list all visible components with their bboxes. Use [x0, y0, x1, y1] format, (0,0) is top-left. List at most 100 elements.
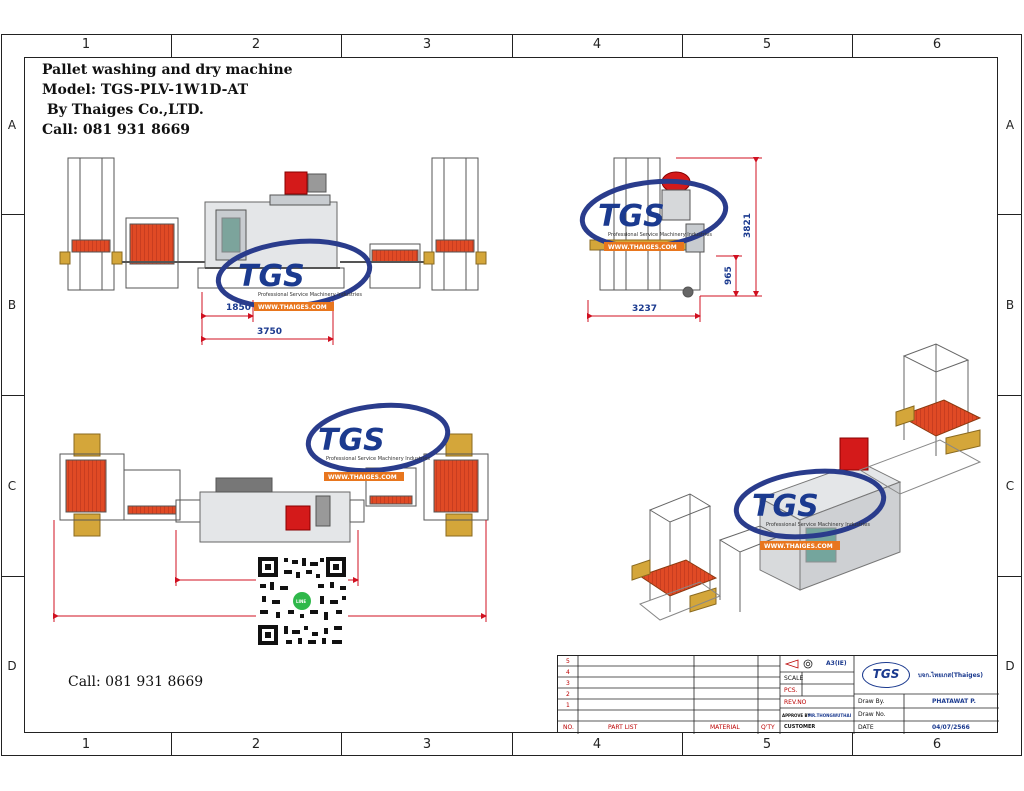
dim-1850: 1850 — [226, 303, 251, 313]
logo-text: TGS — [238, 259, 305, 294]
tgs-logo: TGS Professional Service Machinery Indus… — [215, 238, 373, 311]
tb-header-no: NO. — [563, 724, 574, 731]
tb-date-value: 04/07/2566 — [932, 724, 970, 731]
tb-row-3: 3 — [566, 680, 570, 687]
phone-number: Call: 081 931 8669 — [42, 122, 191, 138]
tb-row-4: 4 — [566, 669, 570, 676]
tgs-logo: TGS Professional Service Machinery Indus… — [579, 178, 729, 251]
logo-text: TGS — [318, 423, 385, 458]
logo-tagline: Professional Service Machinery Industrie… — [258, 292, 362, 298]
tb-draw-no-label: Draw No. — [858, 711, 886, 718]
tb-row-1: 1 — [566, 702, 570, 709]
zone-divider — [852, 733, 853, 756]
dim-965: 965 — [724, 266, 734, 285]
model-number: Model: TGS-PLV-1W1D-AT — [42, 82, 248, 98]
zone-row-c: C — [7, 479, 17, 493]
footer-phone: Call: 081 931 8669 — [68, 674, 204, 690]
zone-col-6: 6 — [932, 37, 942, 52]
zone-divider — [1, 395, 24, 396]
zone-divider — [998, 576, 1022, 577]
projection-symbol-icon — [784, 659, 813, 669]
title-block: 5 4 3 2 1 NO. PART LIST MATERIAL Q'TY CU… — [557, 655, 999, 734]
tb-date-label: DATE — [858, 724, 874, 731]
tb-rev: REV.NO — [784, 699, 807, 706]
tb-header-qty: Q'TY — [761, 724, 775, 731]
drawing-title: Pallet washing and dry machine — [42, 62, 293, 78]
zone-row-d: D — [7, 659, 17, 673]
logo-website: WWW.THAIGES.COM — [608, 244, 677, 251]
zone-divider — [171, 733, 172, 756]
zone-row-d-right: D — [1005, 659, 1015, 673]
header-info: Pallet washing and dry machine Model: TG… — [42, 60, 293, 140]
tb-approve-value: MR.THONGWUTHAI — [808, 713, 852, 718]
zone-col-3: 3 — [422, 37, 432, 52]
washer-dryer-body — [197, 171, 345, 289]
tb-header-material: MATERIAL — [710, 724, 740, 731]
zone-divider — [1, 576, 24, 577]
tb-company-logo: TGS — [862, 662, 910, 688]
side-view-dimensions — [587, 157, 762, 322]
zone-col-5-bottom: 5 — [762, 737, 772, 752]
zone-col-4-bottom: 4 — [592, 737, 602, 752]
zone-divider — [341, 733, 342, 756]
zone-divider — [852, 34, 853, 57]
zone-divider — [341, 34, 342, 57]
right-unloading-tower — [423, 157, 487, 291]
zone-divider — [998, 395, 1022, 396]
zone-divider — [998, 214, 1022, 215]
logo-website: WWW.THAIGES.COM — [764, 543, 833, 550]
tb-row-5: 5 — [566, 658, 570, 665]
line-app-icon — [293, 592, 311, 610]
logo-tagline: Professional Service Machinery Industrie… — [326, 456, 430, 462]
qr-code: LINE — [256, 555, 348, 647]
tb-paper-size: A3(IE) — [826, 660, 847, 667]
tgs-logo: TGS Professional Service Machinery Indus… — [305, 402, 451, 481]
dim-3821: 3821 — [743, 213, 753, 238]
zone-divider — [171, 34, 172, 57]
zone-row-b: B — [7, 298, 17, 312]
logo-website: WWW.THAIGES.COM — [328, 474, 397, 481]
drawing-inner-border — [24, 57, 998, 733]
zone-divider — [682, 733, 683, 756]
tb-drawn-by-value: PHATAWAT P. — [932, 698, 976, 705]
zone-row-b-right: B — [1005, 298, 1015, 312]
zone-divider — [512, 733, 513, 756]
top-view — [59, 433, 489, 543]
zone-col-5: 5 — [762, 37, 772, 52]
zone-col-1-bottom: 1 — [81, 737, 91, 752]
logo-tagline: Professional Service Machinery Industrie… — [766, 522, 870, 528]
zone-row-a: A — [7, 118, 17, 132]
zone-row-a-right: A — [1005, 118, 1015, 132]
tb-customer: CUSTOMER — [784, 724, 816, 730]
tb-header-part: PART LIST — [608, 724, 638, 731]
line-badge: LINE — [296, 599, 306, 604]
zone-col-6-bottom: 6 — [932, 737, 942, 752]
zone-col-3-bottom: 3 — [422, 737, 432, 752]
zone-col-2: 2 — [251, 37, 261, 52]
zone-divider — [512, 34, 513, 57]
logo-website: WWW.THAIGES.COM — [258, 304, 327, 311]
logo-tagline: Professional Service Machinery Industrie… — [608, 232, 712, 238]
zone-col-4: 4 — [592, 37, 602, 52]
left-loading-tower — [59, 157, 123, 291]
tb-drawn-by-label: Draw By. — [858, 698, 885, 705]
logo-text: TGS — [598, 199, 665, 234]
company-name: By Thaiges Co.,LTD. — [42, 102, 204, 118]
logo-text: TGS — [752, 489, 819, 524]
zone-divider — [1, 214, 24, 215]
tb-pcs: PCS. — [784, 687, 798, 694]
tgs-logo: TGS Professional Service Machinery Indus… — [733, 468, 887, 550]
tb-row-2: 2 — [566, 691, 570, 698]
zone-col-1: 1 — [81, 37, 91, 52]
front-view-dimensions — [201, 292, 334, 345]
zone-row-c-right: C — [1005, 479, 1015, 493]
tb-company-name: บจก.ไทยเกส(Thaiges) — [918, 672, 983, 679]
front-view — [59, 157, 487, 291]
zone-divider — [682, 34, 683, 57]
tb-approve-label: APPROVE BY — [782, 713, 811, 718]
dim-3237: 3237 — [632, 304, 657, 314]
zone-col-2-bottom: 2 — [251, 737, 261, 752]
isometric-view — [631, 343, 982, 621]
dim-3750: 3750 — [257, 327, 282, 337]
